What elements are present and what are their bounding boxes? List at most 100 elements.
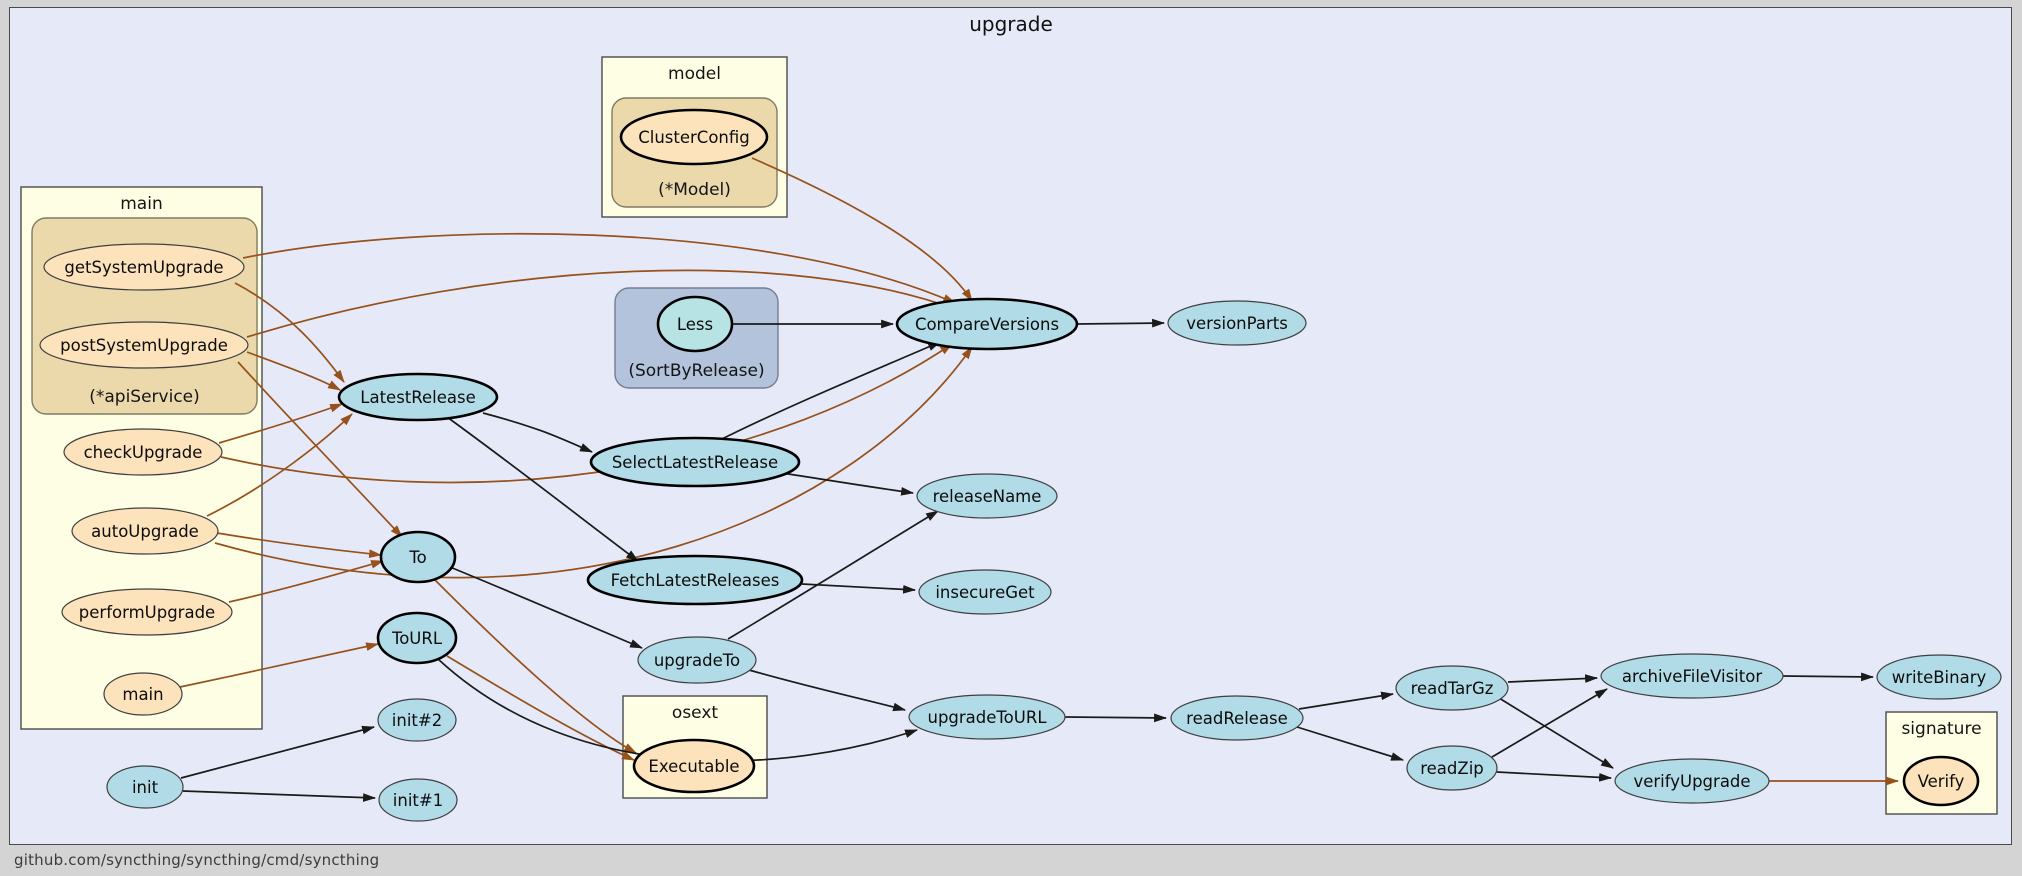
node-label-CompareVersions: CompareVersions — [915, 315, 1059, 334]
edge-FetchLatestReleases-to-insecureGet — [801, 583, 917, 594]
node-label-ToURL: ToURL — [391, 629, 443, 648]
nodes-layer: getSystemUpgrade postSystemUpgrade checkUp… — [39, 108, 2002, 822]
node-upgradeToURL: upgradeToURL — [908, 694, 1066, 740]
node-init: init — [106, 765, 184, 809]
node-label-init: init — [132, 778, 159, 797]
node-label-verifyUpgrade: verifyUpgrade — [1633, 772, 1750, 791]
node-label-getSystemUpgrade: getSystemUpgrade — [64, 258, 223, 277]
cluster-label-signature: signature — [1901, 719, 1981, 739]
edge-readTarGz-to-archiveFileVisitor — [1507, 674, 1599, 683]
node-Less: Less — [656, 295, 734, 353]
node-readTarGz: readTarGz — [1395, 665, 1509, 711]
node-versionParts: versionParts — [1167, 300, 1307, 346]
node-Verify: Verify — [1902, 755, 1980, 807]
node-insecureGet: insecureGet — [918, 569, 1052, 615]
edge-upgradeTo-to-releaseName — [727, 510, 939, 640]
node-label-performUpgrade: performUpgrade — [79, 603, 215, 622]
edge-LatestRelease-to-SelectLatestRelease — [482, 412, 593, 453]
edge-ClusterConfig-to-CompareVersions — [751, 157, 973, 302]
edge-CompareVersions-to-versionParts — [1075, 318, 1166, 328]
edge-upgradeToURL-to-readRelease — [1064, 713, 1168, 723]
edge-autoUpgrade-to-CompareVersions — [214, 346, 973, 579]
node-LatestRelease: LatestRelease — [337, 372, 499, 422]
node-label-writeBinary: writeBinary — [1892, 668, 1987, 687]
package-path-label: github.com/syncthing/syncthing/cmd/synct… — [14, 851, 380, 869]
node-label-To: To — [408, 548, 426, 567]
node-To: To — [379, 530, 457, 584]
edge-To-to-upgradeTo — [449, 566, 643, 649]
node-postSystemUpgrade: postSystemUpgrade — [39, 321, 249, 369]
node-label-upgradeTo: upgradeTo — [654, 651, 740, 670]
node-checkUpgrade: checkUpgrade — [63, 428, 223, 476]
node-upgradeTo: upgradeTo — [637, 636, 757, 684]
edge-checkUpgrade-to-LatestRelease — [218, 403, 344, 444]
edge-readZip-to-archiveFileVisitor — [1491, 688, 1608, 758]
edge-getSystemUpgrade-to-CompareVersions — [242, 232, 956, 304]
node-label-checkUpgrade: checkUpgrade — [84, 443, 203, 462]
node-performUpgrade: performUpgrade — [61, 588, 233, 636]
node-getSystemUpgrade: getSystemUpgrade — [43, 243, 245, 291]
edge-init-to-init2 — [180, 725, 376, 779]
node-writeBinary: writeBinary — [1876, 654, 2002, 700]
edge-getSystemUpgrade-to-LatestRelease — [234, 282, 345, 383]
edge-SelectLatestRelease-to-CompareVersions — [717, 341, 941, 442]
node-label-Less: Less — [677, 315, 713, 334]
edge-postSystemUpgrade-to-To — [237, 361, 403, 538]
node-label-Verify: Verify — [1918, 772, 1965, 791]
node-label-archiveFileVisitor: archiveFileVisitor — [1622, 667, 1762, 686]
edge-autoUpgrade-to-LatestRelease — [206, 413, 353, 517]
node-ClusterConfig: ClusterConfig — [619, 108, 769, 166]
node-FetchLatestReleases: FetchLatestReleases — [586, 554, 804, 606]
node-readZip: readZip — [1406, 745, 1498, 791]
edge-init-to-init1 — [182, 790, 377, 802]
node-ToURL: ToURL — [376, 611, 458, 665]
edge-ToURL-to-Executable — [446, 655, 635, 761]
edge-performUpgrade-to-To — [228, 560, 385, 603]
node-label-SelectLatestRelease: SelectLatestRelease — [612, 453, 778, 472]
node-label-versionParts: versionParts — [1186, 314, 1288, 333]
cluster-label-osext: osext — [672, 703, 718, 723]
node-label-Executable: Executable — [648, 757, 739, 776]
edge-To-to-Executable — [433, 578, 637, 754]
edge-LatestRelease-to-FetchLatestReleases — [446, 416, 639, 562]
edge-postSystemUpgrade-to-LatestRelease — [246, 351, 341, 391]
node-label-FetchLatestReleases: FetchLatestReleases — [611, 571, 780, 590]
node-label-ClusterConfig: ClusterConfig — [638, 128, 750, 147]
edge-readTarGz-to-verifyUpgrade — [1498, 697, 1614, 769]
node-label-releaseName: releaseName — [933, 487, 1042, 506]
node-archiveFileVisitor: archiveFileVisitor — [1600, 653, 1784, 699]
node-label-init2: init#2 — [392, 711, 442, 730]
graph-title: upgrade — [969, 12, 1053, 36]
node-verifyUpgrade: verifyUpgrade — [1614, 758, 1770, 804]
node-init2: init#2 — [377, 698, 457, 742]
node-label-readZip: readZip — [1420, 759, 1484, 778]
node-label-readRelease: readRelease — [1186, 709, 1288, 728]
node-label-LatestRelease: LatestRelease — [360, 388, 475, 407]
node-label-readTarGz: readTarGz — [1411, 679, 1494, 698]
cluster-label-Model: (*Model) — [658, 180, 731, 200]
node-releaseName: releaseName — [916, 473, 1058, 519]
edge-readRelease-to-readZip — [1296, 726, 1405, 761]
edge-SelectLatestRelease-to-releaseName — [781, 472, 915, 496]
edge-readRelease-to-readTarGz — [1298, 691, 1395, 710]
edge-readZip-to-verifyUpgrade — [1496, 771, 1613, 782]
edge-upgradeTo-to-upgradeToURL — [748, 669, 907, 712]
node-SelectLatestRelease: SelectLatestRelease — [589, 436, 801, 488]
edges-layer — [179, 157, 1900, 802]
node-Executable: Executable — [632, 738, 756, 794]
cluster-label-main: main — [120, 194, 162, 214]
node-label-postSystemUpgrade: postSystemUpgrade — [60, 336, 228, 355]
node-label-insecureGet: insecureGet — [935, 583, 1035, 602]
node-init1: init#1 — [378, 778, 458, 822]
node-main_fn: main — [103, 672, 183, 716]
node-CompareVersions: CompareVersions — [895, 297, 1079, 351]
edge-postSystemUpgrade-to-CompareVersions — [246, 269, 960, 338]
edge-main_fn-to-ToURL — [179, 642, 380, 688]
cluster-label-model: model — [668, 64, 721, 84]
cluster-label-apiService: (*apiService) — [89, 387, 200, 407]
node-label-init1: init#1 — [393, 791, 443, 810]
cluster-label-SortByRelease: (SortByRelease) — [628, 361, 764, 381]
node-label-upgradeToURL: upgradeToURL — [927, 708, 1047, 727]
node-readRelease: readRelease — [1170, 695, 1304, 741]
